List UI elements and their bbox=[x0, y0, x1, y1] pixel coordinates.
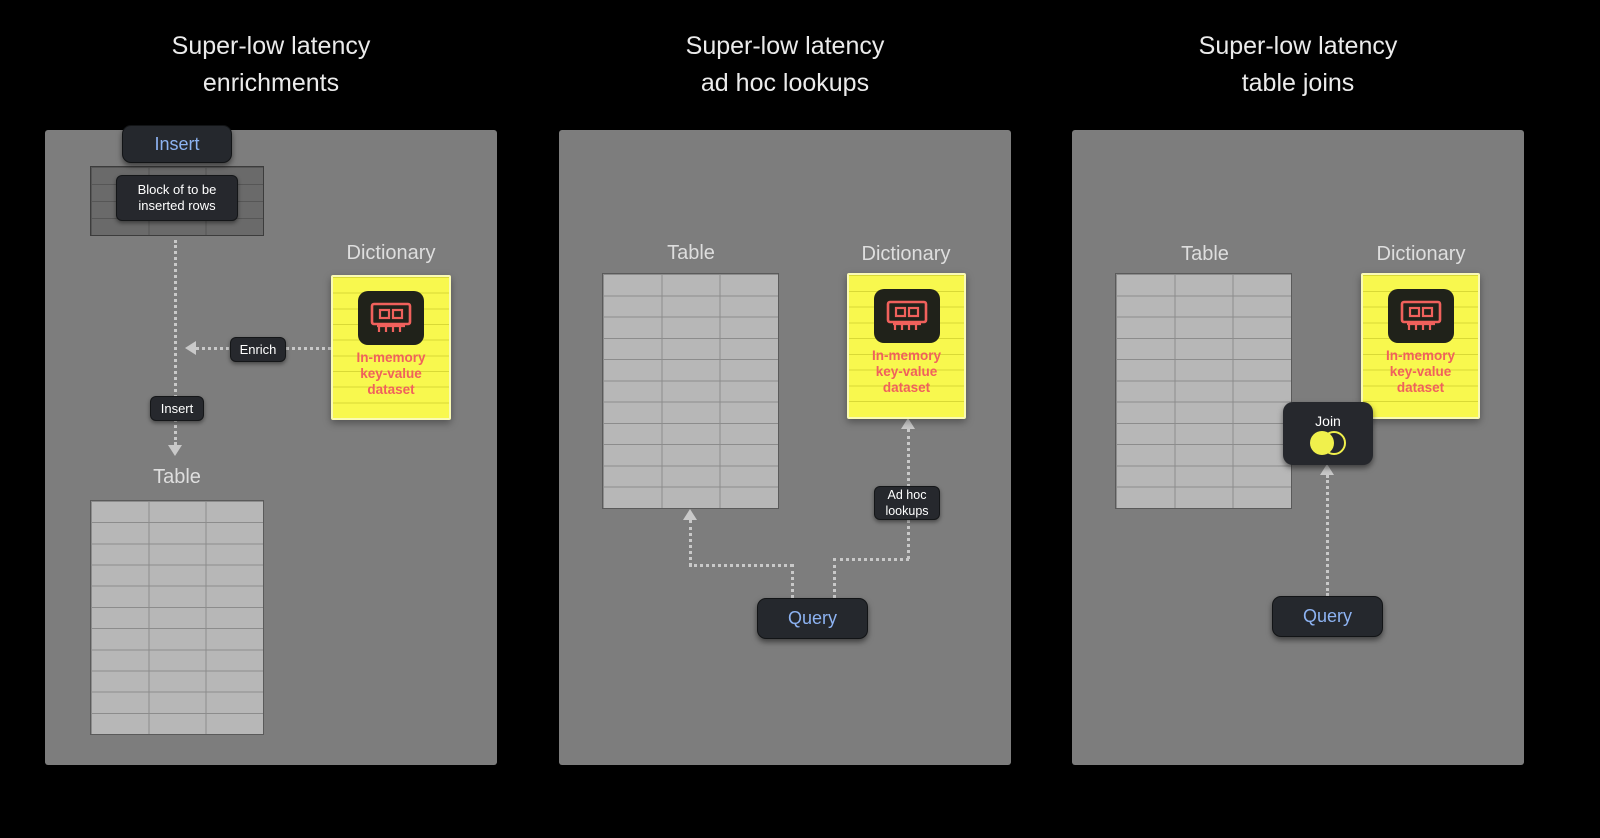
table-title: Table bbox=[667, 242, 715, 264]
arrowhead-down-icon bbox=[168, 445, 182, 456]
dictionary-caption: In-memory key-value dataset bbox=[1385, 348, 1456, 395]
table-title: Table bbox=[153, 466, 201, 488]
enrich-label: Enrich bbox=[230, 337, 286, 362]
arrowhead-up-icon bbox=[683, 509, 697, 520]
adhoc-lookups-label: Ad hoc lookups bbox=[874, 486, 940, 520]
dictionary-title: Dictionary bbox=[861, 243, 951, 265]
panel-enrichments: Insert Block of to be inserted rows Enri… bbox=[45, 125, 497, 765]
venn-join-icon bbox=[1310, 430, 1346, 455]
memory-chip-icon bbox=[1387, 289, 1454, 343]
insert-step-label: Insert bbox=[150, 396, 204, 421]
table-title: Table bbox=[1181, 243, 1229, 265]
panel-title-table-joins: Super-low latency table joins bbox=[1198, 32, 1398, 97]
dictionary-caption: In-memory key-value dataset bbox=[356, 350, 426, 397]
arrowhead-left-icon bbox=[185, 341, 196, 355]
query-to-dictionary-line bbox=[833, 558, 836, 598]
arrowhead-up-icon bbox=[1320, 464, 1334, 475]
join-label: Join bbox=[1315, 412, 1341, 429]
memory-chip-icon bbox=[873, 289, 940, 343]
query-to-table-line bbox=[791, 564, 794, 598]
dictionary-caption: In-memory key-value dataset bbox=[871, 348, 942, 395]
arrowhead-up-icon bbox=[901, 418, 915, 429]
dictionary-title: Dictionary bbox=[346, 242, 436, 264]
panel-title-adhoc-lookups: Super-low latency ad hoc lookups bbox=[685, 32, 885, 97]
insert-flow-line bbox=[174, 240, 177, 445]
panel-table-joins: Table Dictionary In-memory key-value dat… bbox=[1072, 130, 1524, 765]
main-table bbox=[90, 500, 264, 735]
insert-button: Insert bbox=[122, 125, 232, 163]
dictionary-box: In-memory key-value dataset bbox=[331, 275, 451, 420]
query-to-table-line bbox=[689, 520, 692, 566]
query-button: Query bbox=[1272, 596, 1383, 637]
main-table bbox=[1115, 273, 1292, 509]
join-badge: Join bbox=[1283, 402, 1373, 465]
memory-chip-icon bbox=[358, 291, 424, 345]
dictionary-box: In-memory key-value dataset bbox=[847, 273, 966, 419]
query-to-dictionary-line bbox=[833, 558, 909, 561]
query-button: Query bbox=[757, 598, 868, 639]
dictionary-title: Dictionary bbox=[1376, 243, 1466, 265]
dictionary-box: In-memory key-value dataset bbox=[1361, 273, 1480, 419]
query-to-table-line bbox=[689, 564, 793, 567]
panel-adhoc-lookups: Table Dictionary In-memory key-value dat… bbox=[559, 130, 1011, 765]
panel-title-enrichments: Super-low latency enrichments bbox=[171, 32, 371, 97]
block-label: Block of to be inserted rows bbox=[116, 175, 238, 221]
main-table bbox=[602, 273, 779, 509]
query-to-join-line bbox=[1326, 475, 1329, 596]
